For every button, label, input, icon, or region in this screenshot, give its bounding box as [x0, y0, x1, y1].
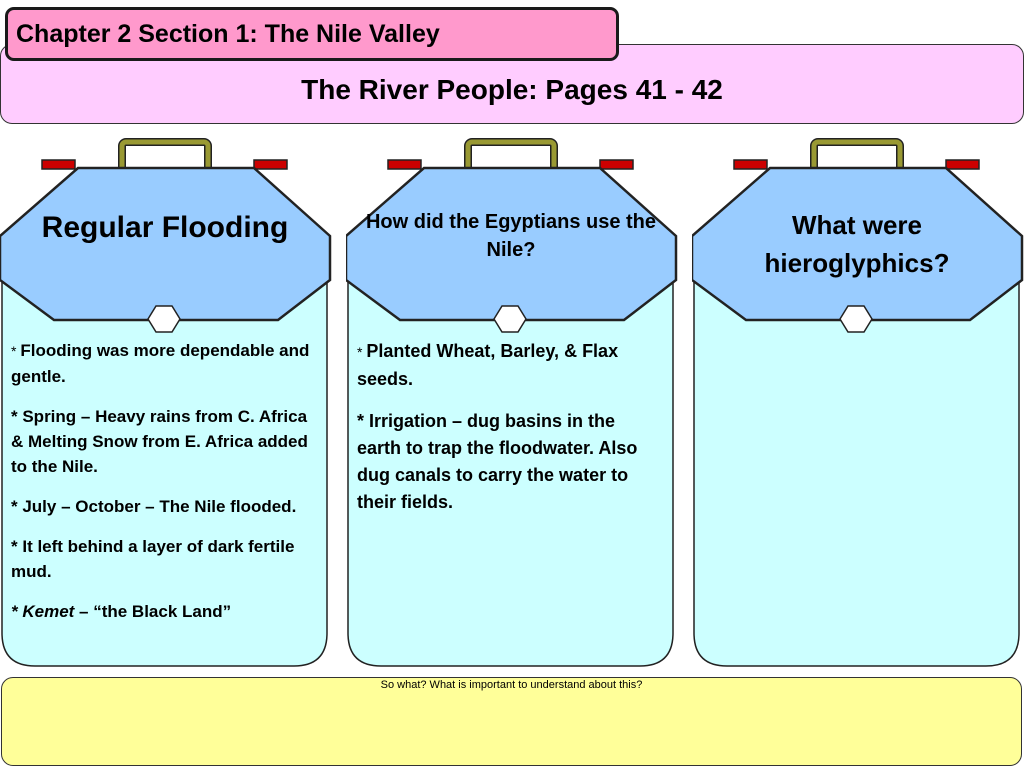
chapter-section-tab: Chapter 2 Section 1: The Nile Valley — [5, 7, 619, 61]
card-heading: How did the Egyptians use the Nile? — [365, 211, 657, 261]
note-item: * July – October – The Nile flooded. — [11, 497, 297, 516]
card-hieroglyphics: What were hieroglyphics? — [692, 138, 1024, 670]
note-item: * It left behind a layer of dark fertile… — [11, 537, 295, 581]
card-regular-flooding: Regular Flooding * Flooding was more dep… — [0, 138, 332, 670]
card-egyptians-use-nile: How did the Egyptians use the Nile? * Pl… — [346, 138, 678, 670]
reflection-prompt: So what? What is important to understand… — [380, 679, 643, 691]
card-notes: * Planted Wheat, Barley, & Flax seeds. *… — [357, 338, 662, 531]
chapter-section-title: Chapter 2 Section 1: The Nile Valley — [16, 20, 440, 48]
note-item: * Flooding was more dependable and gentl… — [11, 341, 310, 386]
card-notes: * Flooding was more dependable and gentl… — [11, 338, 316, 639]
card-heading: What were hieroglyphics? — [764, 210, 950, 278]
note-item: * Planted Wheat, Barley, & Flax seeds. — [357, 341, 619, 389]
note-item: * Irrigation – dug basins in the earth t… — [357, 411, 638, 512]
reflection-box: So what? What is important to understand… — [1, 677, 1022, 766]
note-item: * Kemet – “the Black Land” — [11, 602, 232, 621]
card-heading: Regular Flooding — [41, 211, 289, 244]
suitcase-shape — [346, 138, 678, 667]
suitcase-shape — [0, 138, 332, 667]
lesson-title: The River People: Pages 41 - 42 — [301, 74, 723, 105]
suitcase-shape — [692, 138, 1024, 667]
note-item: * Spring – Heavy rains from C. Africa & … — [11, 407, 308, 476]
